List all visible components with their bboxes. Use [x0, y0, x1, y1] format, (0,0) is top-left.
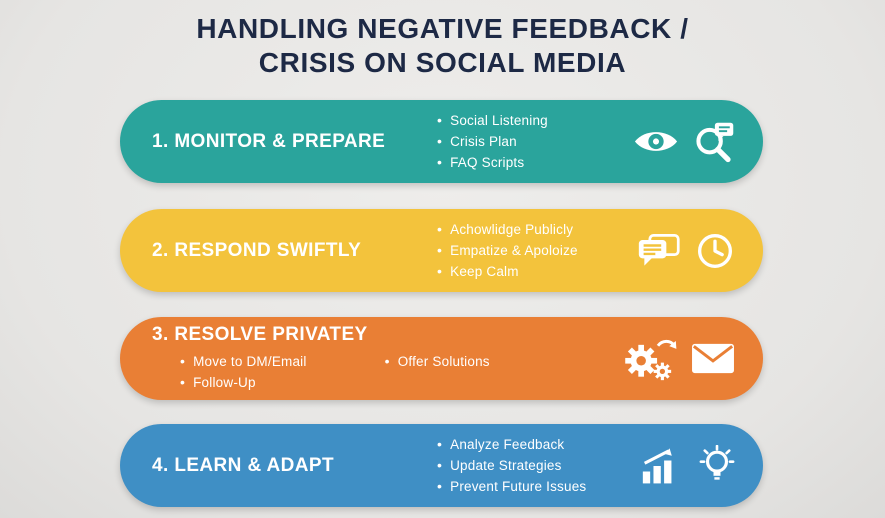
bullet-item: Analyze Feedback — [437, 434, 586, 455]
step-3-content: 3. RESOLVE PRIVATEY Move to DM/Email Fol… — [152, 324, 490, 394]
bullet-item: Keep Calm — [437, 261, 578, 282]
step-1-icons — [633, 121, 735, 163]
step-4-learn-adapt: 4. LEARN & ADAPT Analyze Feedback Update… — [120, 424, 763, 507]
bullet-item: Achowlidge Publicly — [437, 219, 578, 240]
step-1-monitor-prepare: 1. MONITOR & PREPARE Social Listening Cr… — [120, 100, 763, 183]
clock-icon — [698, 233, 732, 268]
step-2-bullets: Achowlidge Publicly Empatize & Apoloize … — [437, 219, 578, 283]
step-2-respond-swiftly: 2. RESPOND SWIFTLY Achowlidge Publicly E… — [120, 209, 763, 292]
step-4-heading: 4. LEARN & ADAPT — [152, 454, 334, 476]
bullet-item: Update Strategies — [437, 455, 586, 476]
bullet-item: Crisis Plan — [437, 131, 548, 152]
step-4-bullets: Analyze Feedback Update Strategies Preve… — [437, 434, 586, 498]
step-3-bullets-col1: Move to DM/Email Follow-Up — [180, 351, 307, 394]
step-3-bullets-col2: Offer Solutions — [385, 351, 490, 394]
bullet-item: Social Listening — [437, 110, 548, 131]
bullet-item: Move to DM/Email — [180, 351, 307, 372]
eye-icon — [634, 132, 678, 151]
step-2-heading: 2. RESPOND SWIFTLY — [152, 239, 362, 261]
bullet-item: Offer Solutions — [385, 351, 490, 372]
step-3-resolve-privately: 3. RESOLVE PRIVATEY Move to DM/Email Fol… — [120, 317, 763, 400]
step-1-heading: 1. MONITOR & PREPARE — [152, 130, 386, 152]
step-3-heading: 3. RESOLVE PRIVATEY — [152, 323, 368, 345]
chat-bubbles-icon — [638, 233, 680, 266]
title-line-1: HANDLING NEGATIVE FEEDBACK / — [196, 13, 689, 44]
step-3-bullet-columns: Move to DM/Email Follow-Up Offer Solutio… — [152, 351, 490, 394]
step-1-bullets: Social Listening Crisis Plan FAQ Scripts — [437, 110, 548, 174]
bullet-item: Prevent Future Issues — [437, 476, 586, 497]
magnifier-chat-icon — [696, 122, 734, 162]
step-2-icons — [637, 231, 735, 271]
step-3-icons — [623, 336, 735, 382]
bullet-item: FAQ Scripts — [437, 152, 548, 173]
step-4-icons — [641, 444, 735, 487]
page-title: HANDLING NEGATIVE FEEDBACK / CRISIS ON S… — [0, 12, 885, 80]
envelope-icon — [692, 343, 734, 374]
bar-chart-growth-icon — [642, 447, 672, 483]
bullet-item: Follow-Up — [180, 372, 307, 393]
bullet-item: Empatize & Apoloize — [437, 240, 578, 261]
title-line-2: CRISIS ON SOCIAL MEDIA — [258, 47, 627, 79]
gears-refresh-icon — [625, 339, 677, 380]
lightbulb-icon — [699, 444, 735, 480]
